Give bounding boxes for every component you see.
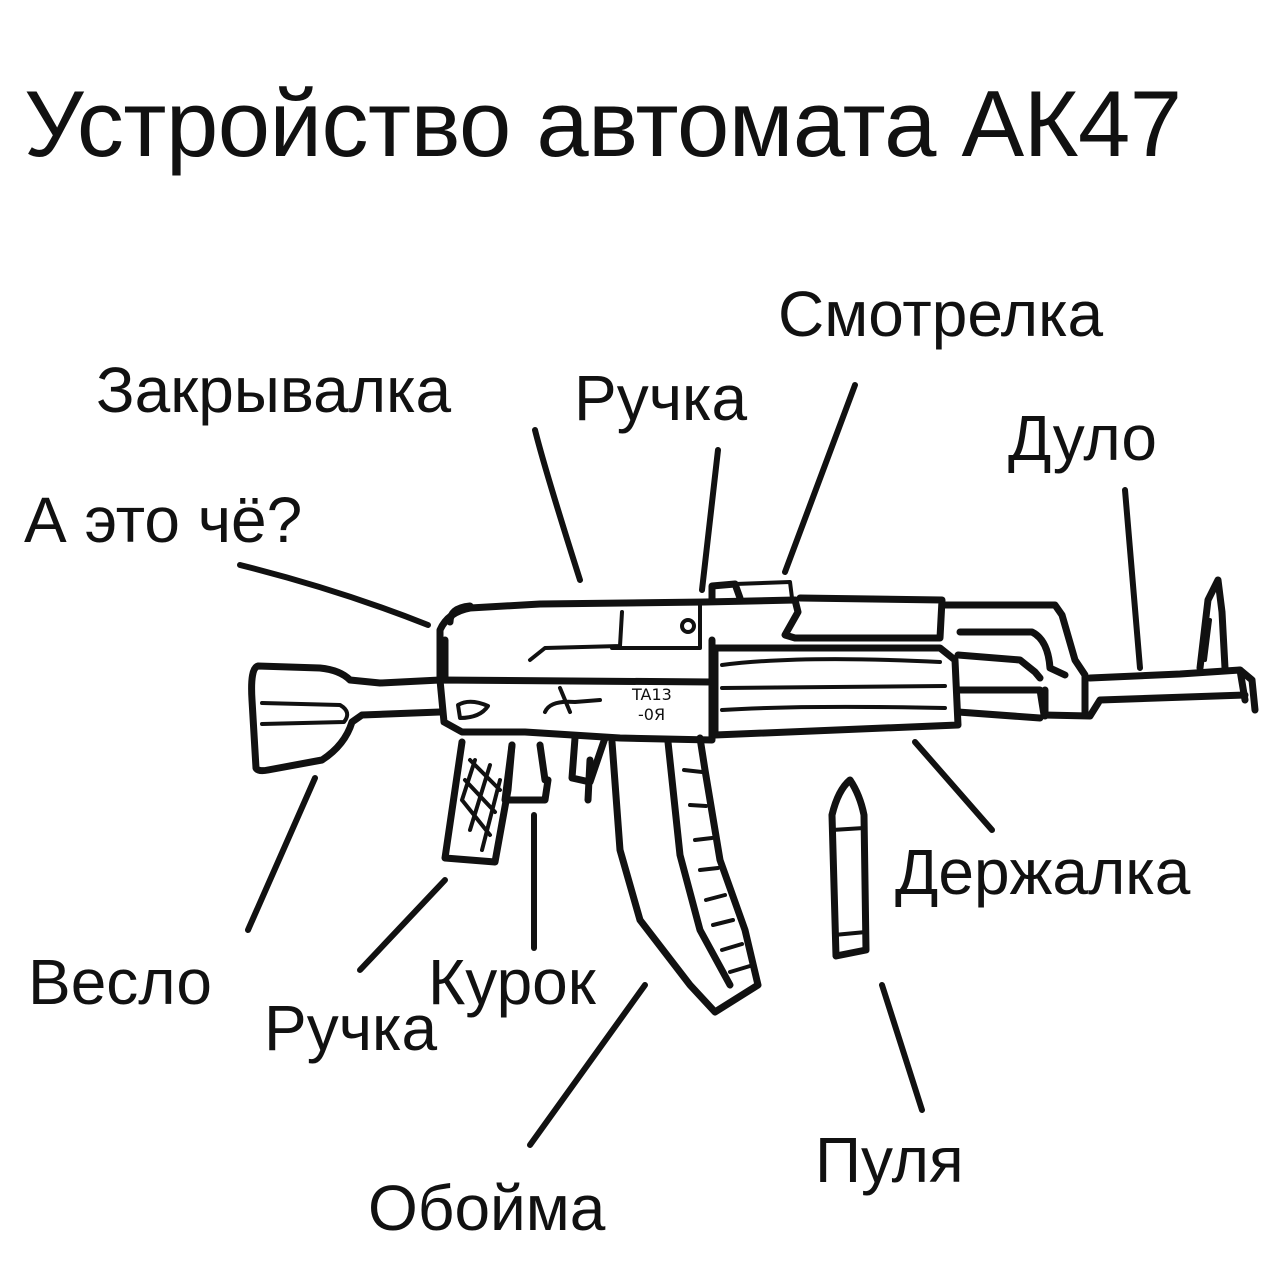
leader-charging-handle: [699, 447, 721, 593]
receiver-drawing: TA13 -0Я: [436, 594, 946, 744]
leader-handguard: [912, 739, 995, 833]
trigger-drawing: [536, 734, 609, 804]
leader-grip: [357, 877, 448, 973]
receiver-scribble-1: TA13: [631, 685, 672, 704]
barrel-drawing: [938, 576, 1259, 722]
label-bullet: Пуля: [815, 1124, 964, 1196]
label-sight: Смотрелка: [778, 278, 1104, 350]
leader-muzzle: [1122, 487, 1143, 671]
stock-drawing: [248, 662, 444, 775]
leader-bullet: [879, 982, 925, 1113]
label-charging-handle: Ручка: [574, 362, 748, 434]
magazine-drawing: [608, 734, 762, 1016]
label-mystery: А это чё?: [24, 484, 303, 556]
leader-sight: [782, 382, 858, 575]
leader-breech: [532, 427, 583, 583]
leader-lines: [237, 382, 1143, 1148]
grip-drawing: [441, 738, 552, 866]
label-grip: Ручка: [264, 992, 438, 1064]
label-stock: Весло: [28, 946, 212, 1018]
label-handguard: Держалка: [895, 836, 1191, 908]
handguard-drawing: [711, 644, 962, 739]
bullet-drawing: [828, 776, 870, 960]
label-trigger: Курок: [428, 946, 596, 1018]
leader-stock: [245, 775, 318, 933]
leader-mystery: [237, 562, 431, 628]
leader-magazine: [527, 982, 648, 1148]
sight-drawing: [708, 580, 794, 604]
label-magazine: Обойма: [368, 1172, 606, 1244]
label-muzzle: Дуло: [1008, 402, 1157, 474]
label-breech: Закрывалка: [96, 354, 452, 426]
receiver-scribble-2: -0Я: [638, 705, 665, 724]
diagram-title: Устройство автомата АК47: [24, 71, 1182, 176]
